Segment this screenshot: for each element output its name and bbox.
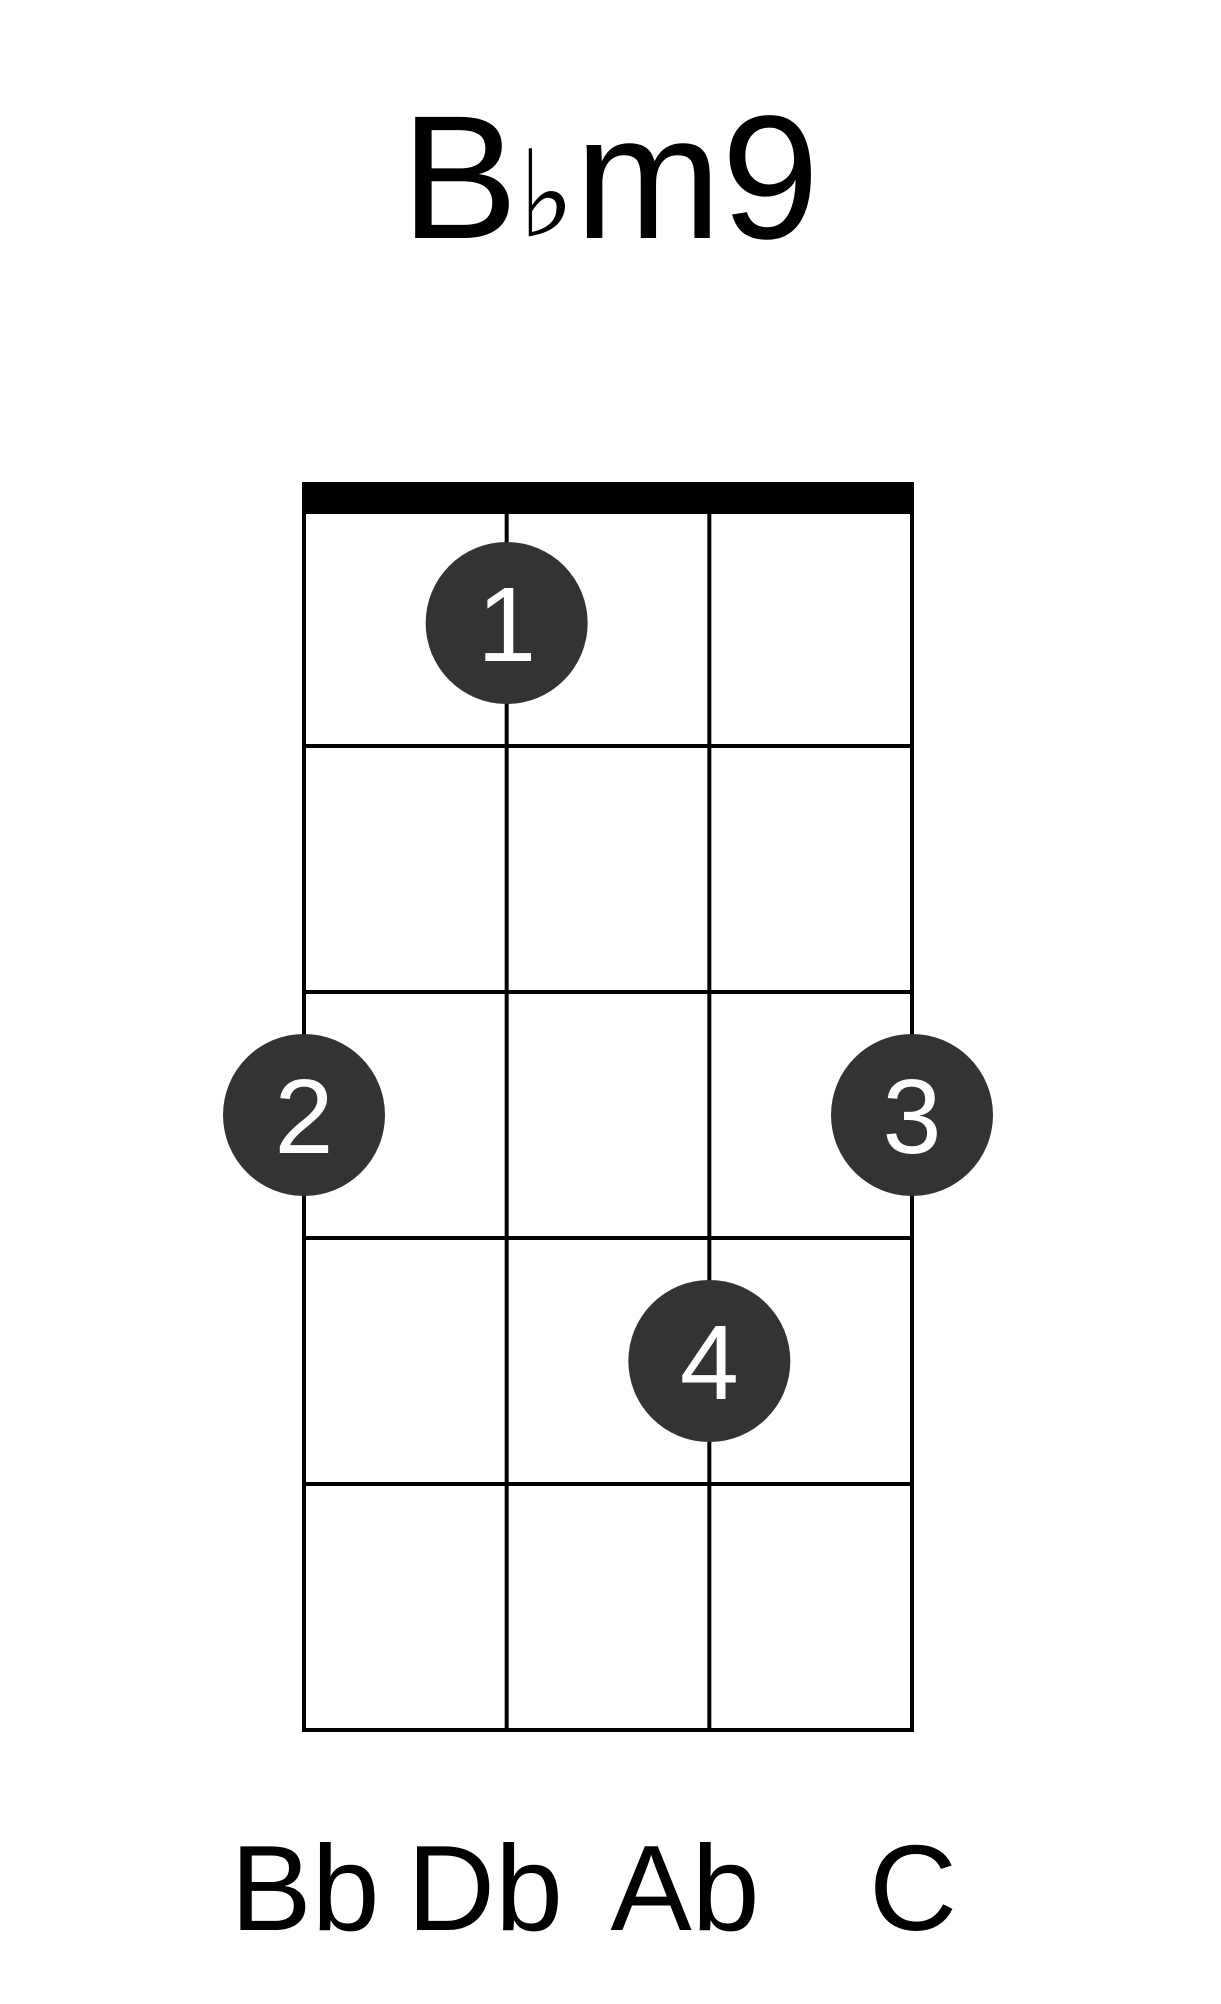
string-note-3: Ab: [610, 1820, 759, 1956]
string-note-1: Bb: [230, 1820, 379, 1956]
finger-dot-circle: [223, 1034, 385, 1196]
finger-dot-3: 3: [831, 1034, 993, 1196]
finger-number: 3: [883, 1058, 942, 1176]
finger-dot-circle: [628, 1280, 791, 1442]
finger-dots: 1 2 3 4: [223, 542, 993, 1442]
finger-number: 1: [477, 566, 536, 684]
chord-title: B♭m9: [401, 80, 820, 276]
fretboard: [302, 482, 914, 1732]
chord-accidental: ♭: [518, 128, 575, 262]
chord-root: B: [401, 80, 518, 276]
finger-dot-4: 4: [628, 1280, 791, 1442]
finger-number: 2: [275, 1058, 334, 1176]
chord-quality: m9: [575, 80, 820, 276]
string-note-4: C: [869, 1820, 957, 1956]
finger-dot-2: 2: [223, 1034, 385, 1196]
string-note-2: Db: [407, 1820, 563, 1956]
finger-dot-1: 1: [425, 542, 588, 704]
nut: [302, 482, 914, 514]
finger-dot-circle: [831, 1034, 993, 1196]
finger-number: 4: [680, 1304, 739, 1422]
finger-dot-circle: [425, 542, 588, 704]
